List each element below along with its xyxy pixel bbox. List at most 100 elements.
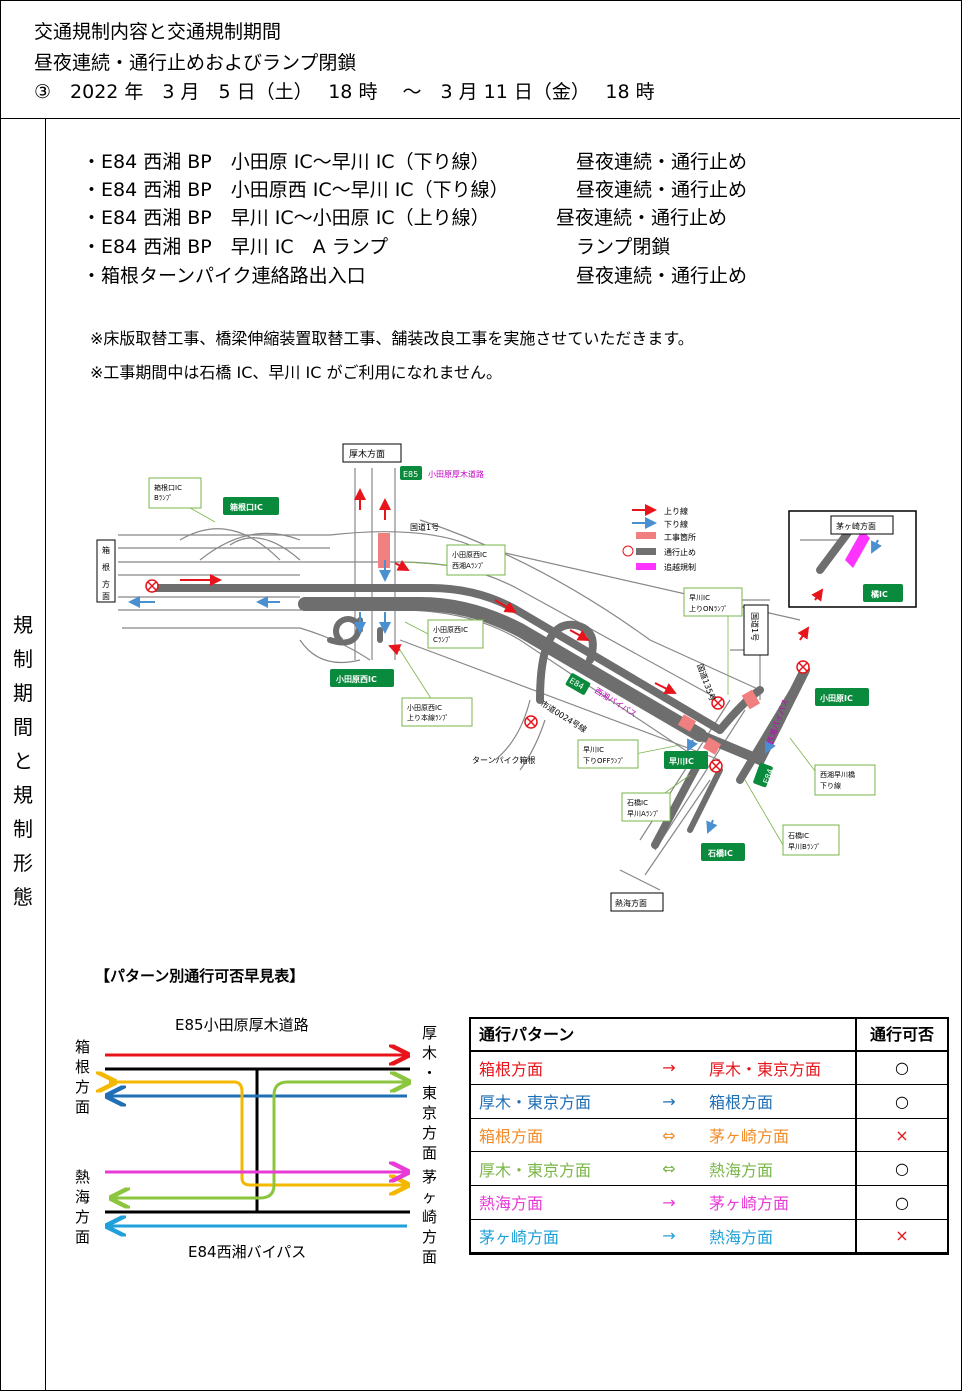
- callout-text: 早川IC: [689, 594, 710, 602]
- direction-char: 面: [422, 1144, 437, 1162]
- pattern-table: 通行パターン 通行可否 箱根方面 → 厚木・東京方面 ○ 厚木・東京方面 → 箱…: [469, 1017, 947, 1254]
- ic-label: 石橋IC: [707, 848, 733, 858]
- ic-label: 小田原西IC: [335, 674, 377, 684]
- bottom-road-label: E84西湘バイパス: [188, 1243, 306, 1261]
- down-line-arrows: [128, 539, 882, 834]
- pattern-from: 箱根方面: [469, 1050, 639, 1086]
- direction-char: 海: [75, 1188, 90, 1206]
- construction-sites: [378, 533, 761, 755]
- direction-char: ・: [422, 1064, 437, 1082]
- regulation-type: 昼夜連続・通行止め: [556, 207, 728, 229]
- regulation-section: ・箱根ターンパイク連絡路出入口: [82, 265, 366, 287]
- right-bottom-direction: 茅 ヶ 崎 方 面: [422, 1168, 437, 1266]
- legend-label: 上り線: [664, 506, 688, 516]
- pattern-to: 茅ヶ崎方面: [699, 1118, 856, 1153]
- callout-text: 早川IC: [583, 746, 604, 754]
- closed-sections: [146, 526, 854, 849]
- pattern-from: 厚木・東京方面: [469, 1151, 639, 1186]
- pattern-to: 茅ヶ崎方面: [699, 1185, 856, 1220]
- road-label: 国道1号: [750, 612, 760, 641]
- top-road-label: E85小田原厚木道路: [175, 1016, 309, 1034]
- map-legend: [622, 504, 657, 570]
- legend-overtake-icon: [636, 563, 656, 570]
- direction-char: 木: [422, 1044, 437, 1062]
- regulation-section: ・E84 西湘 BP 小田原西 IC～早川 IC（下り線）: [82, 179, 509, 201]
- pattern-result: ×: [855, 1118, 947, 1153]
- pattern-arrow: ⇔: [639, 1118, 699, 1153]
- direction-char: 東: [422, 1084, 437, 1102]
- no-overtaking-zone: [845, 530, 870, 568]
- callout-text: 箱根口IC: [154, 483, 182, 492]
- pattern-diagram: E85小田原厚木道路 E84西湘バイパス 箱 根 方 面 熱 海 方 面 厚 木…: [75, 1016, 437, 1266]
- direction-char: 茅: [422, 1168, 437, 1186]
- callout-text: 上りONﾗﾝﾌﾟ: [689, 604, 728, 613]
- side-label-char: 間: [13, 715, 33, 739]
- callout-text: 早川Bﾗﾝﾌﾟ: [788, 843, 821, 851]
- pattern-result: ○: [855, 1151, 947, 1186]
- route-hakone-chigasaki: [115, 1080, 407, 1185]
- road-label: 国道1号: [410, 522, 439, 532]
- direction-char: 箱: [75, 1038, 90, 1056]
- callout-text: Cﾗﾝﾌﾟ: [433, 636, 452, 644]
- hakone-direction-char: 箱: [102, 545, 110, 555]
- turnpike-label: ターンパイク箱根: [472, 755, 535, 765]
- side-label-char: 期: [13, 681, 33, 705]
- note-line: ※床版取替工事、橋梁伸縮装置取替工事、舗装改良工事を実施させていただきます。: [90, 329, 694, 348]
- atami-direction-label: 熱海方面: [615, 898, 647, 908]
- pattern-result: ○: [855, 1084, 947, 1119]
- table-row: 茅ヶ崎方面 → 熱海方面 ×: [469, 1219, 947, 1254]
- pattern-to: 熱海方面: [699, 1219, 856, 1254]
- pattern-arrow: →: [639, 1050, 699, 1086]
- direction-char: 熱: [75, 1168, 90, 1186]
- callout-text: 西湘Aﾗﾝﾌﾟ: [452, 561, 485, 570]
- pattern-result: ○: [855, 1050, 947, 1086]
- callout-text: 石橋IC: [788, 831, 809, 840]
- road-outlines: [118, 468, 840, 891]
- direction-boxes: [96, 443, 894, 912]
- regulation-type: 昼夜連続・通行止め: [576, 265, 748, 287]
- left-top-direction: 箱 根 方 面: [75, 1038, 90, 1116]
- map-labels: 上り線 下り線 工事箇所 通行止め 追越規制 厚木方面 E85 小田原厚木道路 …: [102, 448, 888, 908]
- pattern-from: 茅ヶ崎方面: [469, 1219, 639, 1254]
- legend-label: 工事箇所: [664, 532, 696, 542]
- table-row: 熱海方面 → 茅ヶ崎方面 ○: [469, 1185, 947, 1220]
- pattern-to: 熱海方面: [699, 1151, 856, 1186]
- e85-name: 小田原厚木道路: [428, 469, 484, 479]
- regulation-type: 昼夜連続・通行止め: [576, 151, 748, 173]
- callout-boxes: [148, 477, 876, 856]
- pattern-from: 熱海方面: [469, 1185, 639, 1220]
- route-atsugi-atami: [112, 1080, 407, 1200]
- chigasaki-direction-label: 茅ヶ崎方面: [836, 521, 876, 531]
- direction-char: 面: [75, 1228, 90, 1246]
- direction-char: ヶ: [422, 1188, 437, 1206]
- side-label-char: 規: [13, 783, 33, 807]
- up-line-arrows: [180, 488, 824, 694]
- header-title: 交通規制内容と交通規制期間: [34, 21, 282, 43]
- seisho-bp-label: 西湘バイパス: [764, 697, 790, 745]
- table-row: 箱根方面 ⇔ 茅ヶ崎方面 ×: [469, 1118, 947, 1153]
- callout-text: 小田原西IC: [407, 703, 442, 712]
- left-bottom-direction: 熱 海 方 面: [75, 1168, 90, 1246]
- legend-construction-icon: [636, 532, 656, 539]
- table-header-row: 通行パターン 通行可否: [469, 1017, 947, 1052]
- ic-label: 橘IC: [870, 589, 888, 599]
- pattern-arrow: ⇔: [639, 1151, 699, 1186]
- callout-text: 上り本線ﾗﾝﾌﾟ: [407, 713, 449, 722]
- direction-char: 面: [75, 1098, 90, 1116]
- callout-text: Bﾗﾝﾌﾟ: [154, 494, 173, 502]
- note-line: ※工事期間中は石橋 IC、早川 IC がご利用になれません。: [90, 363, 502, 382]
- pattern-arrow: →: [639, 1084, 699, 1119]
- side-label-char: 態: [13, 885, 33, 909]
- table-row: 箱根方面 → 厚木・東京方面 ○: [469, 1050, 947, 1086]
- regulation-type: ランプ閉鎖: [576, 236, 671, 258]
- table-header-result: 通行可否: [855, 1017, 947, 1052]
- direction-char: 方: [422, 1124, 437, 1142]
- pattern-result: ○: [855, 1185, 947, 1220]
- pattern-result: ×: [855, 1219, 947, 1254]
- callout-text: 小田原西IC: [433, 625, 468, 634]
- table-header-pattern: 通行パターン: [469, 1017, 856, 1052]
- direction-char: 方: [422, 1228, 437, 1246]
- callout-text: 西湘早川橋: [820, 770, 855, 779]
- callout-text: 下りOFFﾗﾝﾌﾟ: [583, 757, 625, 765]
- header-period: ③ 2022 年 3 月 5 日（土） 18 時 ～ 3 月 11 日（金） 1…: [34, 81, 655, 103]
